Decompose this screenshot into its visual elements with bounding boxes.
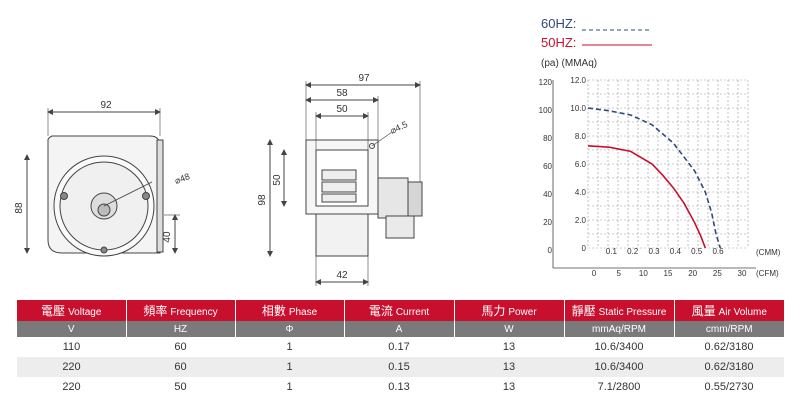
series-line-50hz (587, 145, 707, 249)
table-cell: 0.62/3180 (704, 341, 754, 353)
table-cell: 60 (174, 341, 187, 353)
table-cell: 220 (17, 357, 126, 377)
front-outlet-label: 40 (162, 231, 173, 243)
front-view-drawing (24, 108, 180, 257)
x-tick-label-cfm: 15 (664, 269, 673, 278)
y-tick-label-mmaq: 8.0 (575, 132, 587, 141)
table-cell: 1 (286, 341, 293, 353)
x-tick-label-cmm: 0.5 (691, 247, 703, 256)
x-tick-label-cfm: 30 (738, 269, 747, 278)
table-cell: 10.6/3400 (564, 357, 674, 377)
x-tick-label-cfm: 10 (639, 269, 648, 278)
table-cell: 0.62/3180 (674, 357, 784, 377)
x-tick-label-cfm: 25 (713, 269, 722, 278)
technical-drawings: 92 88 40 ⌀48 97 58 50 98 50 42 ⌀4.5 (14, 16, 781, 286)
x-tick-label-cfm: 0 (592, 269, 597, 278)
side-hole-label: ⌀4.5 (389, 119, 409, 136)
y-tick-label-mmaq: 4.0 (575, 188, 587, 197)
y-tick-label-mmaq: 6.0 (575, 160, 587, 169)
x-tick-label-cmm: 0.2 (627, 247, 639, 256)
table-cell: 13 (454, 357, 564, 377)
unit-cell: mmAq/RPM (564, 321, 675, 337)
table-row: 220 50 1 0.13 13 7.1/2800 0.55/2730 (17, 377, 784, 397)
legend-50hz-label: 50HZ: (541, 35, 576, 50)
side-height-98-label: 98 (257, 194, 268, 206)
y-tick-label-mmaq: 2.0 (575, 216, 587, 225)
y-tick-label-pa: 40 (543, 190, 552, 199)
table-cell: 1 (286, 381, 293, 393)
front-width-label: 92 (100, 100, 112, 111)
unit-cell: A (344, 321, 455, 337)
side-width-50-label: 50 (336, 104, 348, 115)
legend: 60HZ: 50HZ: (pa) (MMAq) (541, 16, 652, 69)
table-units-row: V HZ Φ A W mmAq/RPM cmm/RPM (17, 321, 784, 337)
unit-cell: cmm/RPM (674, 321, 784, 337)
table-cell: 7.1/2800 (597, 381, 641, 393)
table-row: 220 60 1 0.15 13 10.6/3400 0.62/3180 (17, 357, 784, 377)
y-tick-label-pa: 60 (543, 162, 552, 171)
x-axis-label-cmm: (CMM) (756, 248, 781, 257)
pressure-units-label: (pa) (MMAq) (541, 58, 597, 69)
unit-cell: HZ (126, 321, 236, 337)
x-tick-label-cfm: 20 (688, 269, 697, 278)
table-cell: 110 (62, 341, 81, 353)
table-cell: 60 (126, 357, 235, 377)
table-cell: 13 (502, 381, 516, 393)
side-width-58-label: 58 (336, 88, 348, 99)
x-tick-label-cmm: 0.3 (648, 247, 660, 256)
y-tick-label-pa: 20 (543, 218, 552, 227)
table-cell: 1 (235, 357, 344, 377)
table-cell: 0.13 (388, 381, 410, 393)
side-total-width-label: 97 (358, 73, 370, 84)
y-tick-label-pa: 120 (539, 78, 553, 87)
front-hole-label: ⌀48 (173, 171, 191, 186)
y-tick-label-mmaq: 10.0 (570, 104, 586, 113)
series-line-60hz (587, 107, 722, 249)
x-tick-label-cmm: 0.1 (606, 247, 618, 256)
x-tick-label-cmm: 0.6 (712, 247, 724, 256)
y-tick-label-mmaq: 12.0 (570, 76, 586, 85)
table-cell: 13 (502, 341, 516, 353)
unit-cell: V (17, 321, 127, 337)
table-cell: 0.15 (344, 357, 454, 377)
unit-cell: Φ (235, 321, 345, 337)
y-tick-label-mmaq: 0 (582, 244, 587, 253)
table-row: 110 60 1 0.17 13 10.6/3400 0.62/3180 (17, 337, 784, 357)
side-bottom-label: 42 (336, 270, 348, 281)
y-tick-label-pa: 80 (543, 134, 552, 143)
y-tick-label-pa: 0 (548, 246, 553, 255)
x-axis-label-cfm: (CFM) (756, 269, 779, 278)
table-cell: 0.55/2730 (704, 381, 754, 393)
unit-cell: W (454, 321, 565, 337)
side-height-50-label: 50 (272, 174, 283, 186)
table-cell: 10.6/3400 (594, 341, 644, 353)
front-height-label: 88 (14, 202, 25, 214)
y-tick-label-pa: 100 (539, 106, 553, 115)
x-tick-label-cfm: 5 (616, 269, 621, 278)
table-cell: 220 (62, 381, 81, 393)
table-cell: 0.17 (388, 341, 410, 353)
table-cell: 50 (174, 381, 187, 393)
x-tick-label-cmm: 0.4 (670, 247, 682, 256)
legend-60hz-label: 60HZ: (541, 16, 576, 31)
side-view-drawing (267, 81, 423, 286)
